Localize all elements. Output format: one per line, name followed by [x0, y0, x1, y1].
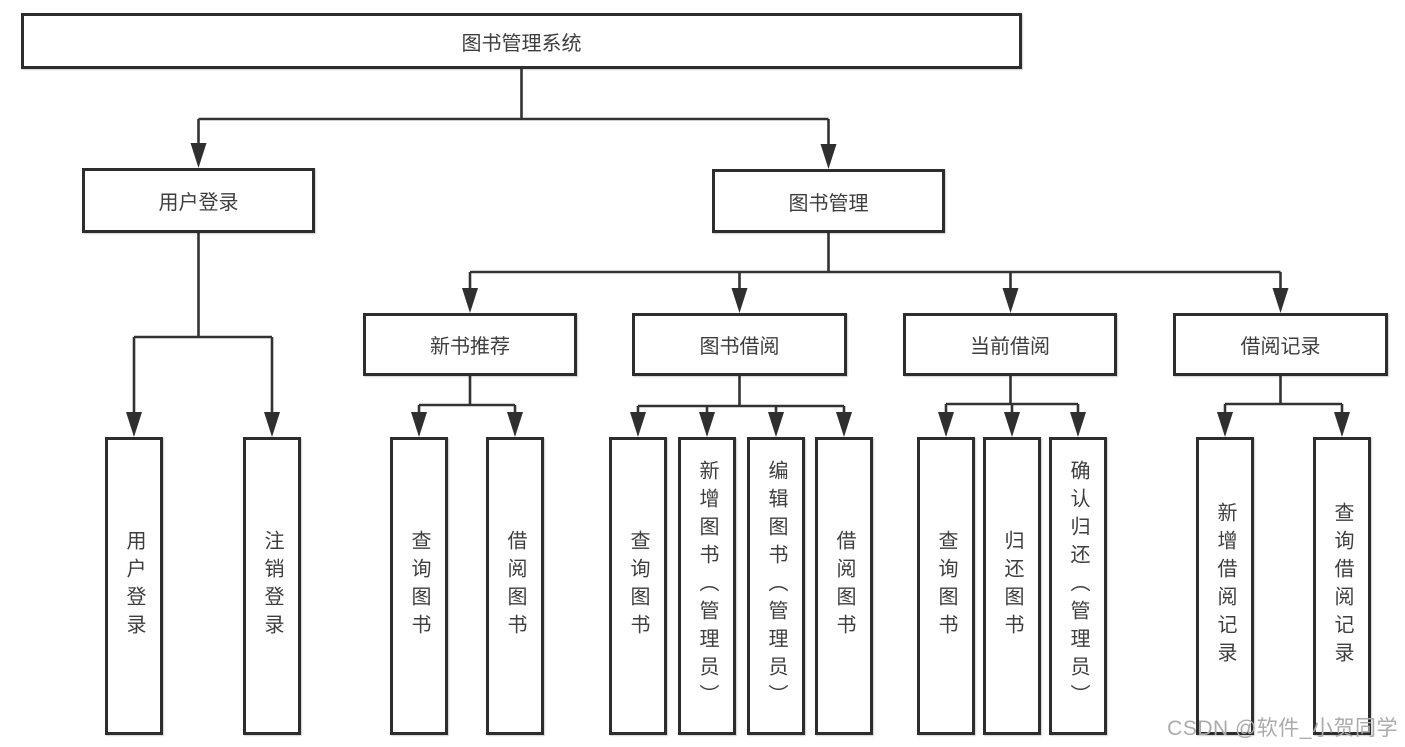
node-book-management-label: 图书管理	[788, 192, 869, 215]
arrowhead	[699, 412, 715, 437]
node-root-label: 图书管理系统	[461, 32, 582, 55]
arrowhead	[411, 412, 427, 437]
leaf-borrow-books-2: 借阅图书	[815, 437, 873, 735]
node-book-management: 图书管理	[712, 169, 945, 233]
connector-book-borrow-to-leaves	[636, 376, 846, 418]
arrowhead	[1334, 412, 1350, 437]
node-new-books-label: 新书推荐	[430, 336, 510, 358]
arrowhead	[507, 412, 523, 437]
arrowhead	[462, 288, 478, 313]
leaf-query-books-2: 查询图书	[609, 437, 667, 735]
csdn-watermark: CSDN @软件_小贺同学	[1167, 717, 1398, 740]
arrowhead	[1004, 412, 1020, 437]
leaf-add-borrow-record: 新增借阅记录	[1196, 437, 1254, 735]
arrowhead	[768, 412, 784, 437]
leaf-label: 借阅图书	[833, 530, 855, 642]
leaf-query-borrow-record: 查询借阅记录	[1313, 437, 1371, 735]
arrowhead	[630, 412, 646, 437]
node-borrow-records-label: 借阅记录	[1240, 336, 1321, 358]
node-user-login-label: 用户登录	[158, 192, 239, 214]
node-borrow-records: 借阅记录	[1173, 313, 1388, 376]
arrowheads	[126, 143, 1350, 437]
connector-current-borrow-to-leaves	[944, 376, 1080, 418]
arrowhead	[1272, 288, 1289, 313]
connector-user-login-to-leaves	[132, 233, 274, 418]
leaf-add-books-admin: 新增图书（管理员）	[678, 437, 736, 735]
leaf-label: 确认归还（管理员）	[1067, 460, 1089, 712]
connector-new-books-to-leaves	[417, 376, 517, 418]
arrowhead	[126, 412, 142, 437]
arrowhead	[1002, 288, 1019, 313]
leaf-label: 查询借阅记录	[1331, 502, 1353, 670]
arrowhead	[1070, 412, 1086, 437]
node-current-borrow-label: 当前借阅	[970, 336, 1050, 358]
leaf-label: 编辑图书（管理员）	[765, 460, 787, 712]
leaf-borrow-books-1: 借阅图书	[486, 437, 544, 735]
leaf-logout: 注销登录	[243, 437, 301, 735]
arrowhead	[190, 143, 207, 168]
arrowhead	[938, 412, 954, 437]
node-current-borrow: 当前借阅	[903, 313, 1117, 376]
leaf-edit-books-admin: 编辑图书（管理员）	[747, 437, 805, 735]
leaf-user-login: 用户登录	[105, 437, 163, 735]
leaf-label: 查询图书	[408, 530, 430, 642]
leaf-label: 借阅图书	[504, 530, 526, 642]
leaf-label: 用户登录	[123, 530, 145, 642]
arrowhead	[264, 412, 280, 437]
connector-borrow-records-to-leaves	[1223, 376, 1344, 418]
leaf-label: 新增图书（管理员）	[696, 460, 718, 712]
leaf-label: 查询图书	[627, 530, 649, 642]
leaf-query-books-3: 查询图书	[917, 437, 975, 735]
node-root: 图书管理系统	[21, 13, 1022, 69]
connector-root-to-level2	[197, 69, 830, 150]
leaf-label: 新增借阅记录	[1214, 502, 1236, 670]
leaf-label: 注销登录	[261, 530, 283, 642]
arrowhead	[836, 412, 852, 437]
leaf-return-books: 归还图书	[983, 437, 1041, 735]
node-new-books: 新书推荐	[363, 313, 577, 376]
arrowhead	[731, 288, 748, 313]
node-book-borrow-label: 图书借阅	[699, 336, 780, 358]
connector-book-mgmt-to-level3	[468, 233, 1282, 295]
arrowhead	[820, 144, 837, 169]
leaf-query-books-1: 查询图书	[390, 437, 448, 735]
leaf-label: 查询图书	[935, 530, 957, 642]
leaf-label: 归还图书	[1001, 530, 1023, 642]
leaf-confirm-return-admin: 确认归还（管理员）	[1049, 437, 1107, 735]
node-user-login: 用户登录	[82, 168, 315, 233]
node-book-borrow: 图书借阅	[632, 313, 847, 376]
arrowhead	[1217, 412, 1233, 437]
connector-lines	[132, 69, 1344, 418]
